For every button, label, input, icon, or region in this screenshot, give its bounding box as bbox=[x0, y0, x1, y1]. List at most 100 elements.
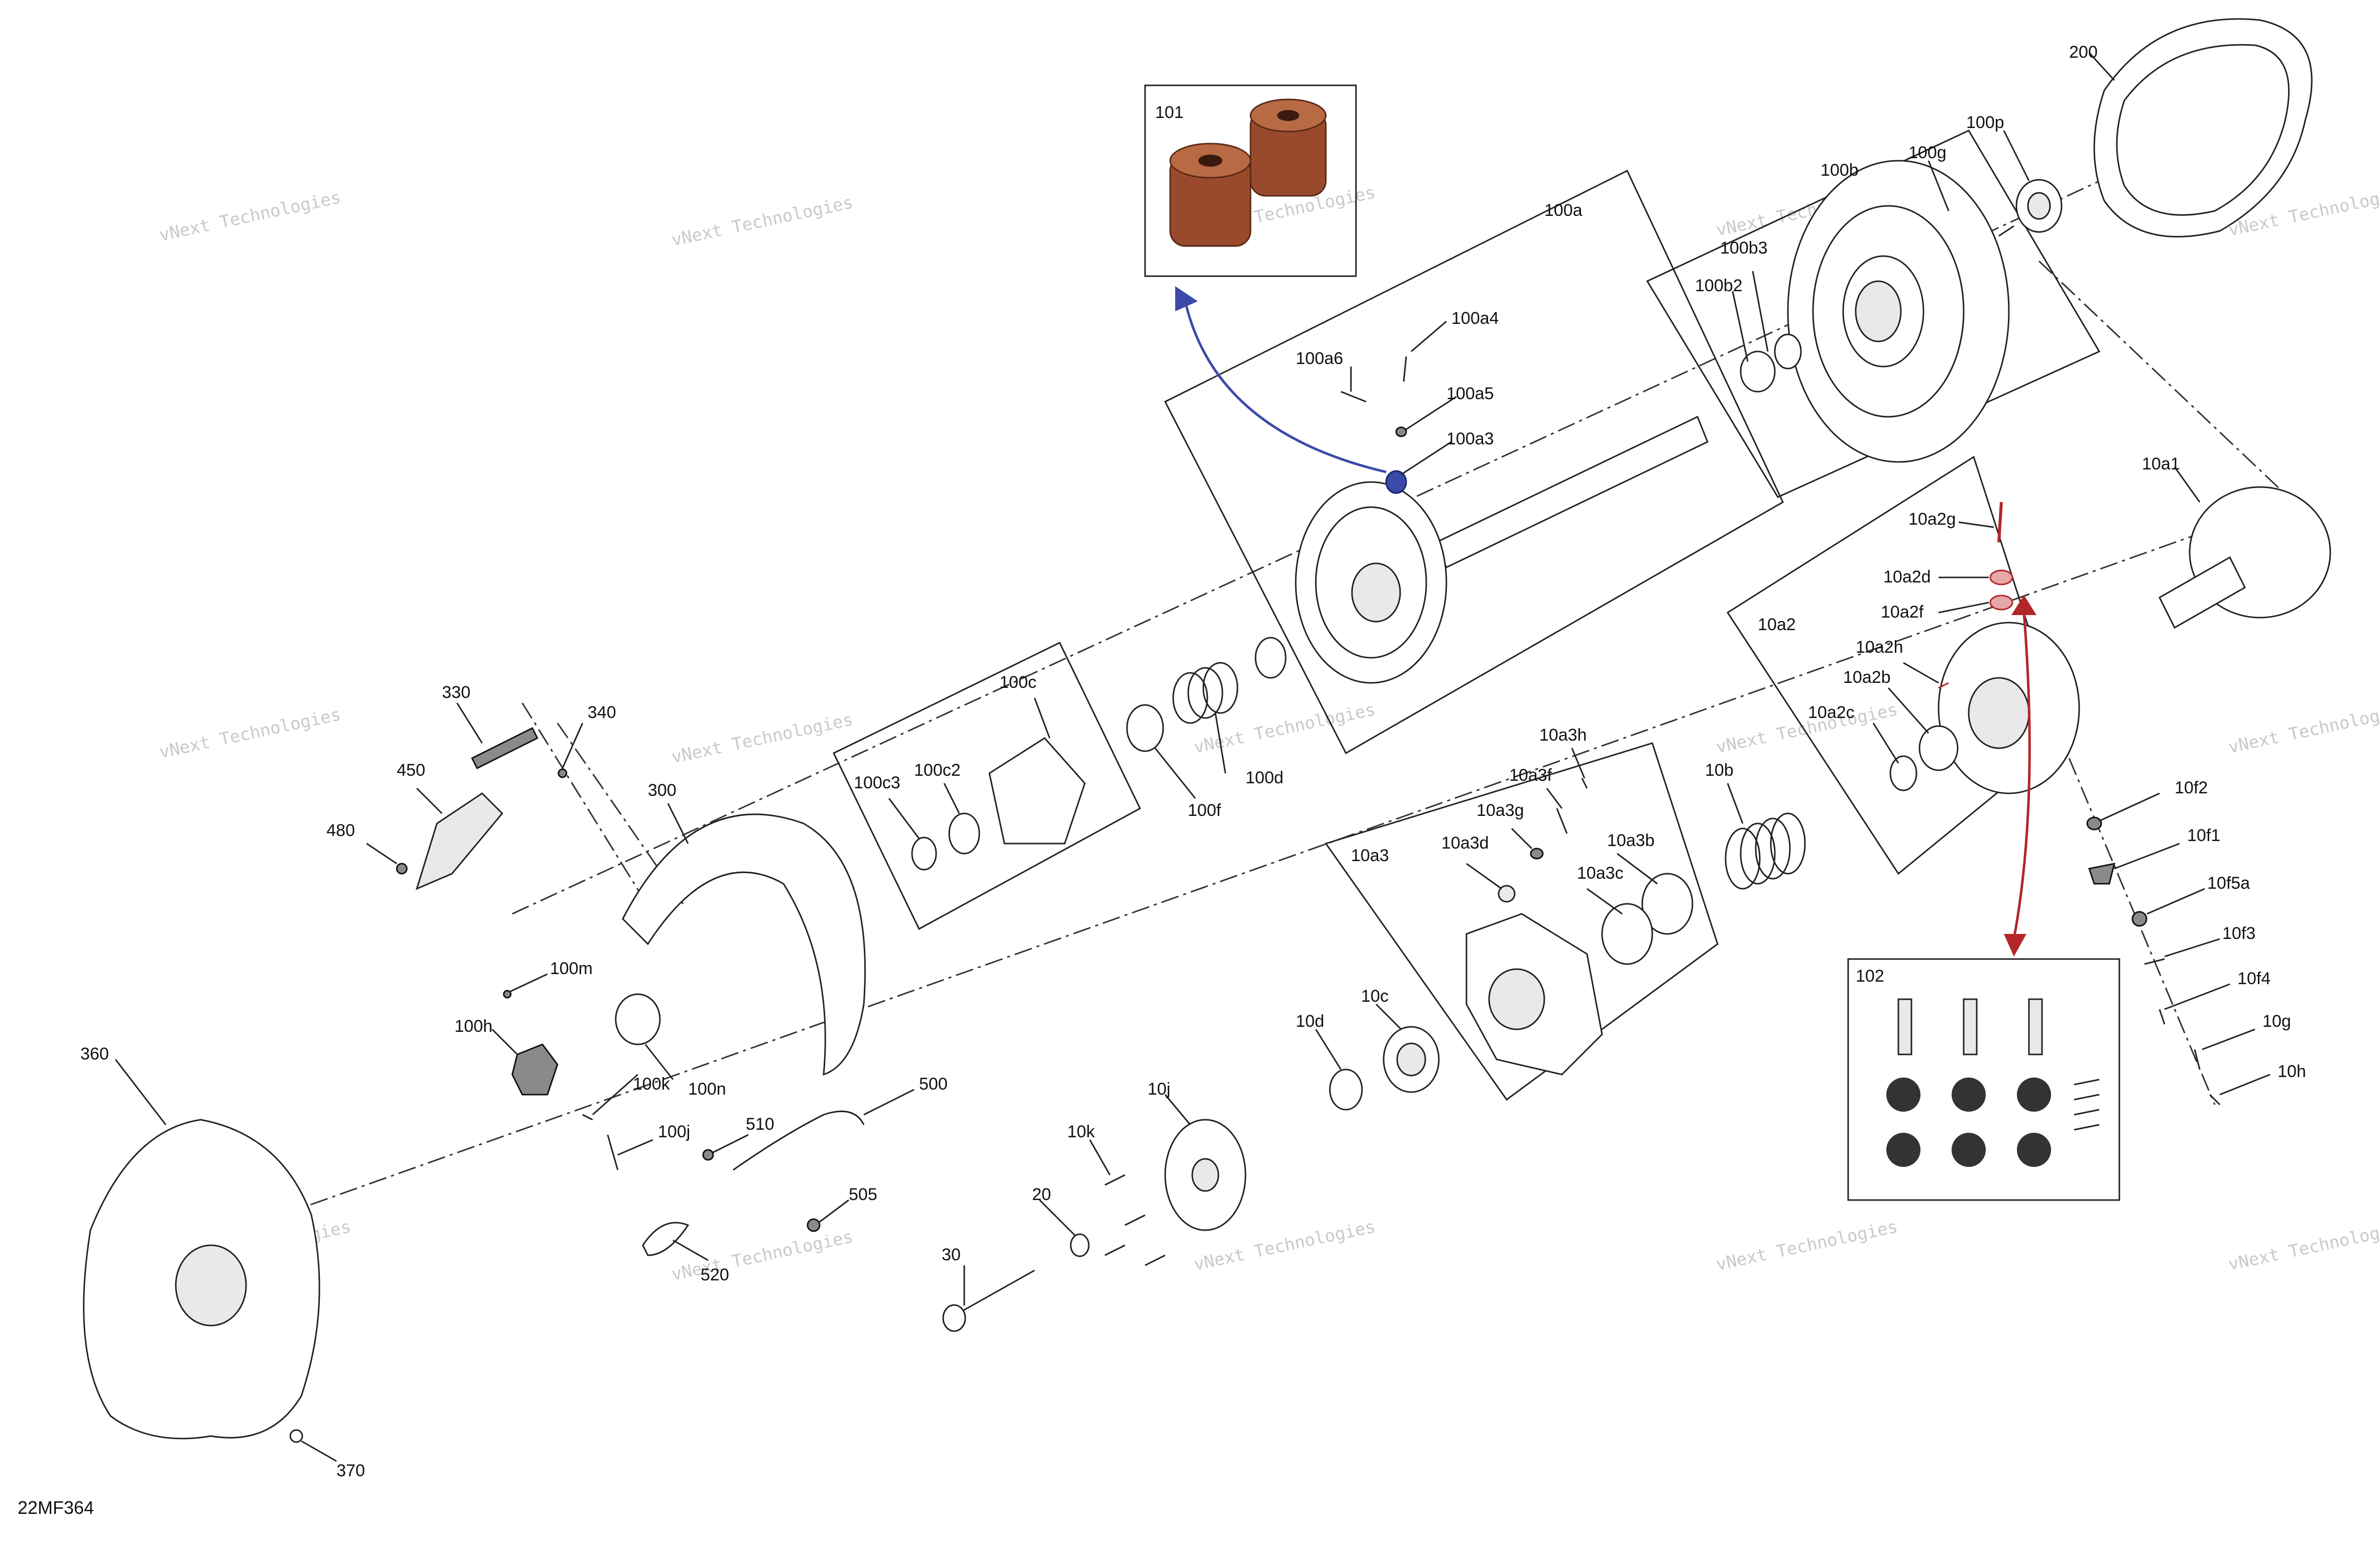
label-10k: 10k bbox=[1067, 1122, 1095, 1141]
sheave-10a2-hub bbox=[1968, 677, 2030, 749]
cover-10j-center bbox=[1191, 1158, 1219, 1192]
belt-axis bbox=[2038, 260, 2321, 528]
sheave-100a-hub bbox=[1351, 562, 1401, 623]
group-label-101: 101 bbox=[1155, 103, 1184, 122]
part-labels: 200 100p 100g 100b 100b3 100b2 100a 100a… bbox=[80, 43, 2306, 1480]
bushing-100b2 bbox=[1740, 350, 1776, 393]
housing-360-bore bbox=[175, 1244, 247, 1327]
label-10a3h: 10a3h bbox=[1539, 726, 1587, 745]
watermark-text: vNext Technologies bbox=[2227, 699, 2380, 758]
label-100b2: 100b2 bbox=[1695, 276, 1743, 295]
bolt-axis bbox=[2068, 758, 2216, 1105]
watermark-text: vNext Technologies bbox=[670, 1227, 855, 1285]
harness-500 bbox=[733, 1110, 865, 1171]
label-100g: 100g bbox=[1908, 143, 1947, 162]
label-10a2c: 10a2c bbox=[1808, 703, 1855, 722]
label-10f2: 10f2 bbox=[2175, 778, 2208, 797]
callout-101-arrow bbox=[1184, 301, 1387, 473]
pin-10a2g bbox=[1997, 502, 2003, 543]
label-10a3c: 10a3c bbox=[1577, 864, 1624, 883]
label-100c3: 100c3 bbox=[854, 773, 900, 792]
drawing-code: 22MF364 bbox=[18, 1497, 94, 1518]
label-100h: 100h bbox=[455, 1017, 493, 1036]
kit-102-contents bbox=[1886, 998, 2100, 1167]
label-10a2d: 10a2d bbox=[1883, 567, 1931, 586]
screw-340 bbox=[557, 768, 568, 778]
callout-102-arrowhead-top bbox=[2011, 595, 2036, 615]
cap-10a2f bbox=[1989, 595, 2013, 611]
washer-20 bbox=[1070, 1233, 1090, 1257]
label-100j: 100j bbox=[658, 1122, 690, 1141]
ring-100c3 bbox=[911, 837, 937, 871]
group-label-100c: 100c bbox=[999, 673, 1037, 692]
screw-10f2 bbox=[2086, 816, 2102, 830]
screw-510 bbox=[702, 1149, 714, 1161]
nut-100h bbox=[511, 1043, 558, 1096]
label-10a1: 10a1 bbox=[2142, 454, 2180, 473]
label-330: 330 bbox=[442, 683, 471, 702]
bracket-axis-2 bbox=[556, 723, 684, 904]
label-10g: 10g bbox=[2262, 1012, 2291, 1031]
spring-10a2h bbox=[1938, 682, 1949, 689]
washer-10f3 bbox=[2144, 958, 2165, 965]
label-340: 340 bbox=[588, 703, 616, 722]
bearing-10c-inner bbox=[1396, 1042, 1426, 1077]
bushing-10a2b bbox=[1918, 725, 1959, 771]
watermark-text: vNext Technologies bbox=[670, 709, 855, 768]
label-10a3f: 10a3f bbox=[1509, 766, 1552, 785]
label-200: 200 bbox=[2069, 43, 2098, 62]
watermark-text: vNext Technologies bbox=[2227, 1217, 2380, 1275]
bushings-101 bbox=[1169, 98, 1327, 247]
label-100a6: 100a6 bbox=[1296, 349, 1343, 368]
label-10f3: 10f3 bbox=[2222, 924, 2255, 943]
label-520: 520 bbox=[701, 1265, 729, 1284]
label-100f: 100f bbox=[1188, 801, 1221, 820]
box-102 bbox=[1847, 958, 2120, 1201]
label-100n: 100n bbox=[688, 1080, 726, 1099]
pin-100k bbox=[582, 1114, 593, 1121]
label-300: 300 bbox=[648, 781, 676, 800]
bracket-330 bbox=[471, 727, 539, 770]
label-10b: 10b bbox=[1705, 761, 1734, 780]
parts bbox=[83, 18, 2331, 1443]
label-10a3d: 10a3d bbox=[1441, 834, 1489, 853]
label-100p: 100p bbox=[1966, 113, 2004, 132]
box-100a bbox=[1164, 169, 1784, 755]
label-450: 450 bbox=[397, 761, 425, 780]
box-100c bbox=[832, 641, 1141, 930]
ring-10a3c bbox=[1601, 903, 1653, 965]
label-480: 480 bbox=[326, 821, 355, 840]
bushing-100c2 bbox=[948, 812, 980, 855]
nut-505 bbox=[807, 1218, 821, 1232]
label-10f5a: 10f5a bbox=[2207, 874, 2250, 893]
screw-10a3h bbox=[1581, 778, 1588, 789]
label-10a3b: 10a3b bbox=[1607, 831, 1655, 850]
watermark-text: vNext Technologies bbox=[1715, 1217, 1900, 1275]
callouts bbox=[1175, 286, 2036, 957]
label-10c: 10c bbox=[1361, 987, 1389, 1006]
watermark-text: vNext Technologies bbox=[670, 192, 855, 251]
bracket-axis bbox=[521, 702, 654, 914]
label-100k: 100k bbox=[633, 1075, 670, 1094]
spider-100c bbox=[988, 737, 1086, 845]
pin-10g bbox=[2194, 1049, 2201, 1070]
sheave-100a-ring bbox=[1315, 506, 1427, 659]
weight-10f1 bbox=[2088, 863, 2116, 885]
plate-450 bbox=[415, 792, 504, 890]
label-505: 505 bbox=[849, 1185, 877, 1204]
washer-370 bbox=[289, 1429, 303, 1443]
washer-100a5 bbox=[1395, 426, 1407, 437]
leader-lines bbox=[115, 52, 2271, 1462]
label-10f1: 10f1 bbox=[2187, 826, 2220, 845]
screw-100a4 bbox=[1403, 356, 1407, 382]
roller-100a3 bbox=[1385, 470, 1407, 494]
spider-10a3-hub bbox=[1488, 968, 1545, 1030]
ring-10a3b bbox=[1641, 873, 1693, 935]
group-label-10a3: 10a3 bbox=[1351, 846, 1389, 865]
label-510: 510 bbox=[746, 1115, 774, 1134]
guard-300 bbox=[622, 813, 866, 1076]
roller-10a3d bbox=[1498, 885, 1516, 903]
label-30: 30 bbox=[942, 1245, 961, 1264]
label-10a2g: 10a2g bbox=[1908, 510, 1956, 529]
screw-100m bbox=[503, 990, 512, 999]
